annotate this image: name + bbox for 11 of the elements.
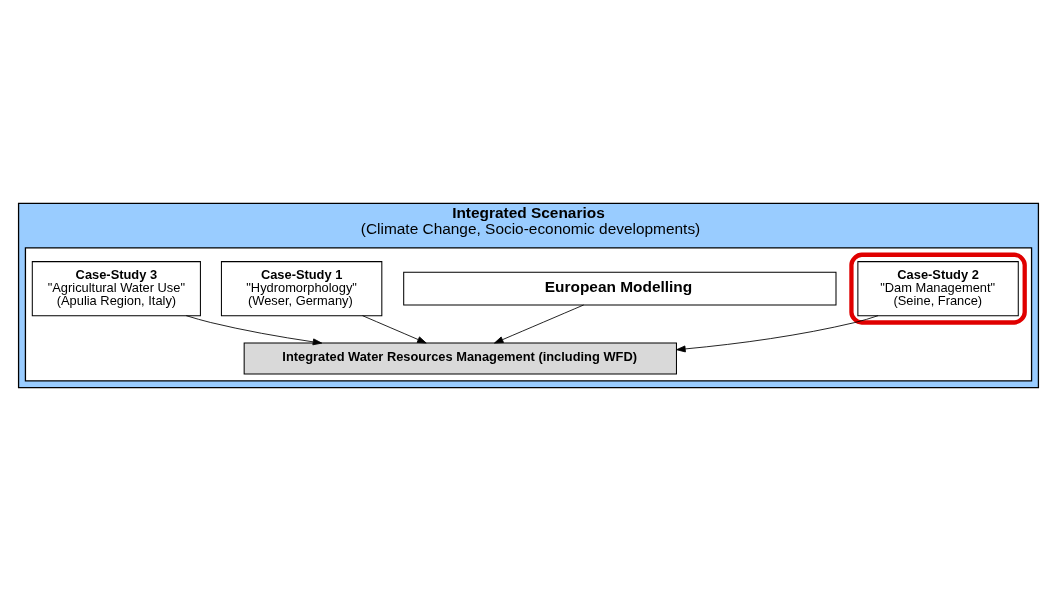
node-box: Case-Study 2 "Dam Management" (Seine, France): [857, 260, 1019, 316]
node-box: Integrated Water Resources Management (including WFD): [243, 342, 677, 374]
node-box: Case-Study 1 "Hydromorphology" (Weser, Germany): [220, 260, 383, 316]
arrow: [494, 304, 585, 343]
cluster: [24, 246, 1033, 381]
arrow: [185, 314, 323, 345]
node-box: Case-Study 3 "Agricultural Water Use" (Apulia Region, Italy): [31, 260, 201, 316]
arrow: [676, 314, 879, 352]
arrow: [362, 314, 427, 343]
cluster: [849, 252, 1027, 325]
node-box: European Modelling: [403, 271, 837, 305]
